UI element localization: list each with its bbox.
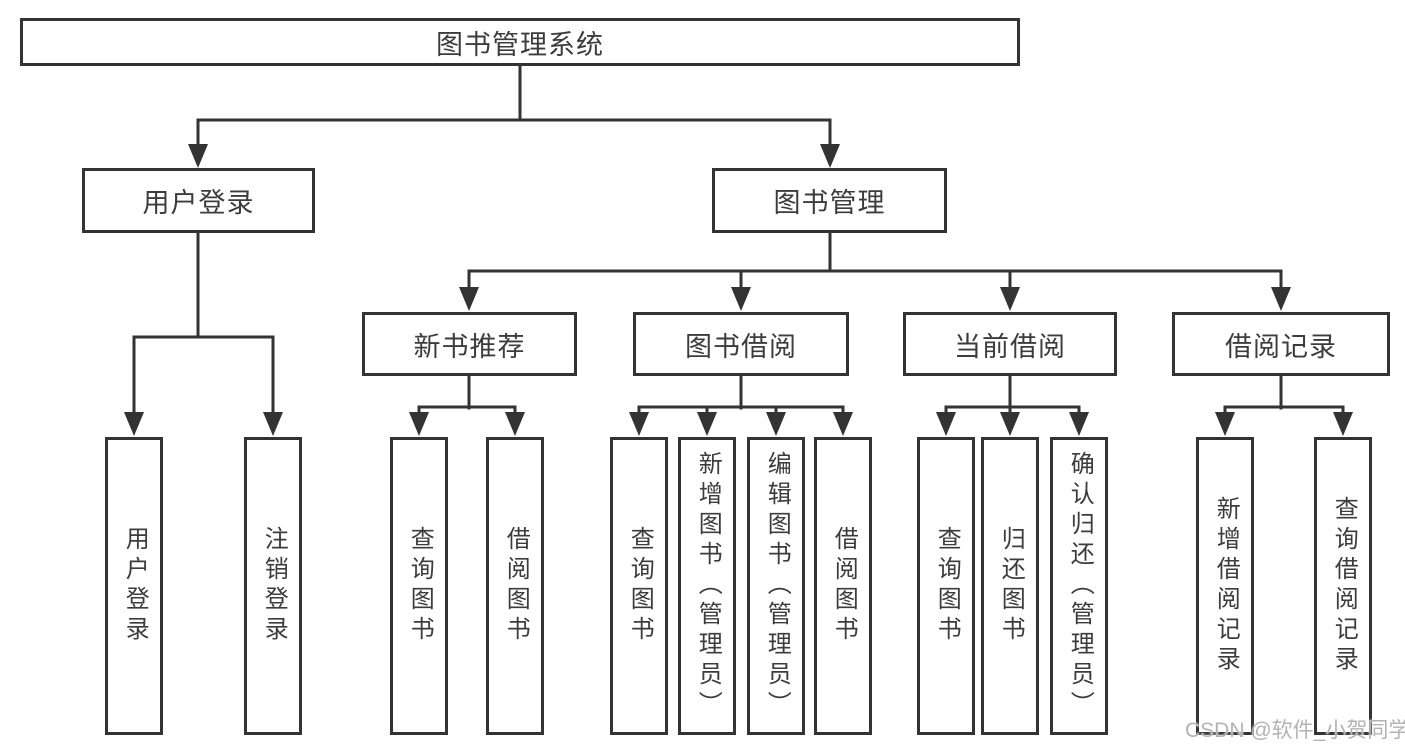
- leaf-query-books-borrowing-label: 查询图书: [626, 526, 654, 646]
- leaf-add-borrow-record-label: 新增借阅记录: [1212, 496, 1240, 676]
- leaf-borrow-books-borrowing: 借阅图书: [814, 437, 872, 735]
- leaf-user-login-label: 用户登录: [121, 526, 149, 646]
- node-borrowing-records: 借阅记录: [1172, 312, 1390, 376]
- leaf-edit-book-admin-label: 编辑图书（管理员）: [763, 451, 791, 721]
- leaf-user-login: 用户登录: [105, 437, 163, 735]
- leaf-logout-login-label: 注销登录: [260, 526, 288, 646]
- leaf-edit-book-admin: 编辑图书（管理员）: [747, 437, 805, 735]
- leaf-add-borrow-record: 新增借阅记录: [1196, 437, 1254, 735]
- leaf-borrow-books-recommend-label: 借阅图书: [502, 526, 530, 646]
- node-book-management-label: 图书管理: [773, 188, 886, 218]
- leaf-query-books-current-label: 查询图书: [933, 526, 961, 646]
- leaf-query-books-current: 查询图书: [917, 437, 975, 735]
- node-library-management-system-label: 图书管理系统: [436, 29, 604, 60]
- leaf-query-books-borrowing: 查询图书: [610, 437, 668, 735]
- leaf-return-books-label: 归还图书: [997, 526, 1025, 646]
- leaf-query-books-recommend: 查询图书: [390, 437, 448, 735]
- node-book-borrowing: 图书借阅: [633, 312, 849, 376]
- node-book-borrowing-label: 图书借阅: [685, 331, 797, 362]
- node-library-management-system: 图书管理系统: [20, 18, 1020, 66]
- node-user-login-label: 用户登录: [142, 188, 255, 218]
- leaf-query-books-recommend-label: 查询图书: [406, 526, 434, 646]
- leaf-borrow-books-recommend: 借阅图书: [486, 437, 544, 735]
- leaf-add-book-admin-label: 新增图书（管理员）: [694, 451, 722, 721]
- node-new-book-recommendation: 新书推荐: [362, 312, 577, 376]
- leaf-logout-login: 注销登录: [244, 437, 302, 735]
- node-current-borrowing-label: 当前借阅: [954, 331, 1066, 362]
- leaf-confirm-return-admin-label: 确认归还（管理员）: [1066, 451, 1094, 721]
- leaf-query-borrow-record: 查询借阅记录: [1314, 437, 1372, 735]
- leaf-add-book-admin: 新增图书（管理员）: [678, 437, 736, 735]
- node-new-book-recommendation-label: 新书推荐: [413, 331, 526, 362]
- node-user-login: 用户登录: [82, 168, 315, 233]
- leaf-return-books: 归还图书: [981, 437, 1039, 735]
- leaf-confirm-return-admin: 确认归还（管理员）: [1050, 437, 1108, 735]
- leaf-query-borrow-record-label: 查询借阅记录: [1330, 496, 1358, 676]
- csdn-watermark: CSDN @软件_小贺同学: [1185, 719, 1405, 742]
- leaf-borrow-books-borrowing-label: 借阅图书: [830, 526, 858, 646]
- node-borrowing-records-label: 借阅记录: [1225, 331, 1337, 362]
- node-book-management: 图书管理: [712, 168, 947, 233]
- node-current-borrowing: 当前借阅: [903, 312, 1117, 376]
